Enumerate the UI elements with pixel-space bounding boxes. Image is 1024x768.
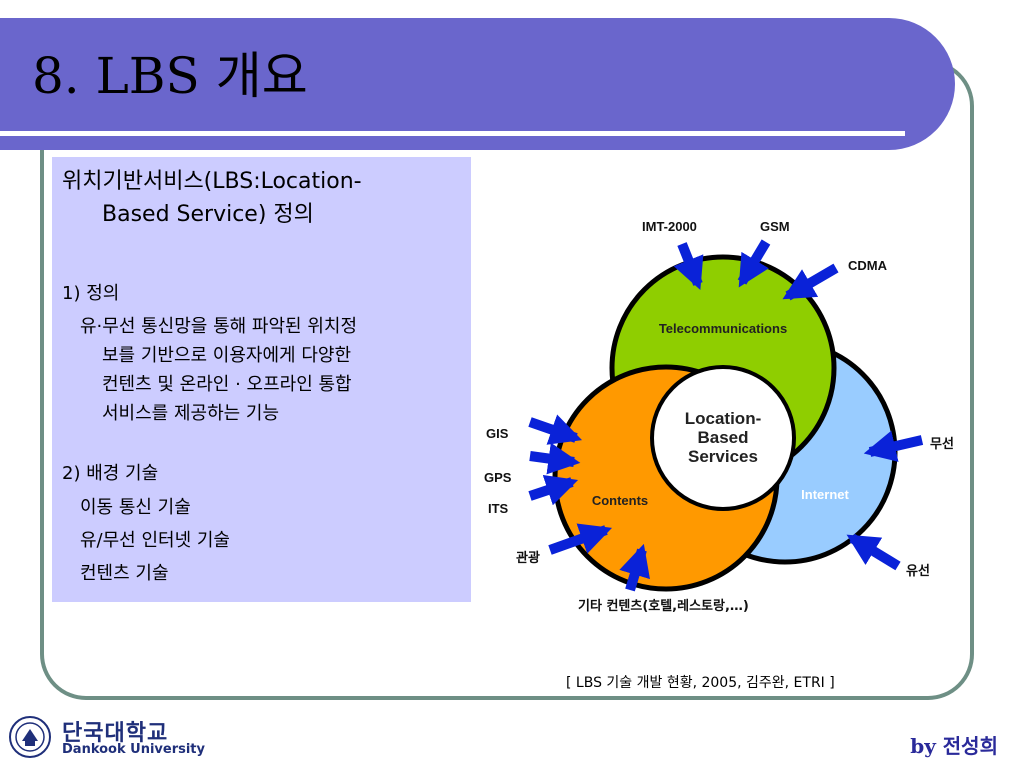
gps-label: GPS — [484, 470, 512, 485]
tourism-arrow — [548, 523, 613, 555]
telecom-label: Telecommunications — [659, 321, 787, 336]
gsm-label: GSM — [760, 219, 790, 234]
center-label-line-3: Services — [688, 447, 758, 466]
center-label-line-2: Based — [697, 428, 748, 447]
panel-heading-line-2: Based Service) 정의 — [102, 202, 314, 227]
gis-label: GIS — [486, 426, 509, 441]
lbs-venn-diagram: Location- Based Services Telecommunicati… — [484, 219, 954, 614]
center-circle — [650, 365, 796, 511]
source-caption: [ LBS 기술 개발 현황, 2005, 김주완, ETRI ] — [566, 675, 835, 691]
title-bar — [0, 18, 955, 150]
slide-title: 8. LBS 개요 — [32, 47, 308, 105]
center-label-line-1: Location- — [685, 409, 762, 428]
input-arrows — [528, 239, 924, 592]
imt2000-arrow — [673, 242, 704, 290]
definition-line: 컨텐츠 및 온라인 · 오프라인 통합 — [102, 374, 352, 395]
wireless-arrow — [863, 430, 924, 462]
university-seal-icon — [9, 716, 51, 758]
its-arrow — [528, 474, 579, 506]
wired-label: 유선 — [906, 563, 930, 579]
author-credit: by 전성희 — [910, 734, 998, 758]
imt2000-label: IMT-2000 — [642, 219, 697, 234]
title-underline — [0, 131, 905, 136]
other-contents-label: 기타 컨텐츠(호텔,레스토랑,…) — [578, 598, 749, 614]
cdma-label: CDMA — [848, 258, 888, 273]
definition-line: 보를 기반으로 이용자에게 다양한 — [102, 345, 352, 366]
gsm-arrow — [737, 239, 771, 288]
gis-arrow — [528, 414, 583, 445]
cdma-arrow — [782, 263, 839, 301]
tech-item: 이동 통신 기술 — [80, 497, 191, 518]
definition-line: 서비스를 제공하는 기능 — [102, 403, 280, 424]
contents-label: Contents — [592, 493, 648, 508]
gps-arrow — [529, 442, 581, 475]
wireless-label: 무선 — [930, 436, 954, 452]
wired-arrow — [846, 533, 901, 571]
section-1-title: 1) 정의 — [62, 283, 120, 304]
its-label: ITS — [488, 501, 509, 516]
other-contents-arrow — [619, 543, 650, 592]
university-logo: 단국대학교 Dankook University — [8, 715, 228, 763]
panel-heading-line-1: 위치기반서비스(LBS:Location- — [62, 169, 362, 194]
section-2-title: 2) 배경 기술 — [62, 463, 159, 484]
tourism-label: 관광 — [516, 550, 540, 566]
definition-line: 유·무선 통신망을 통해 파악된 위치정 — [80, 316, 358, 337]
definition-panel: 위치기반서비스(LBS:Location- Based Service) 정의 … — [52, 157, 471, 602]
logo-english: Dankook University — [62, 742, 205, 757]
panel-heading: 위치기반서비스(LBS:Location- Based Service) 정의 — [62, 165, 462, 231]
internet-label: Internet — [801, 487, 849, 502]
logo-korean: 단국대학교 — [62, 721, 169, 746]
tech-item: 유/무선 인터넷 기술 — [80, 530, 230, 551]
tech-item: 컨텐츠 기술 — [80, 563, 169, 584]
